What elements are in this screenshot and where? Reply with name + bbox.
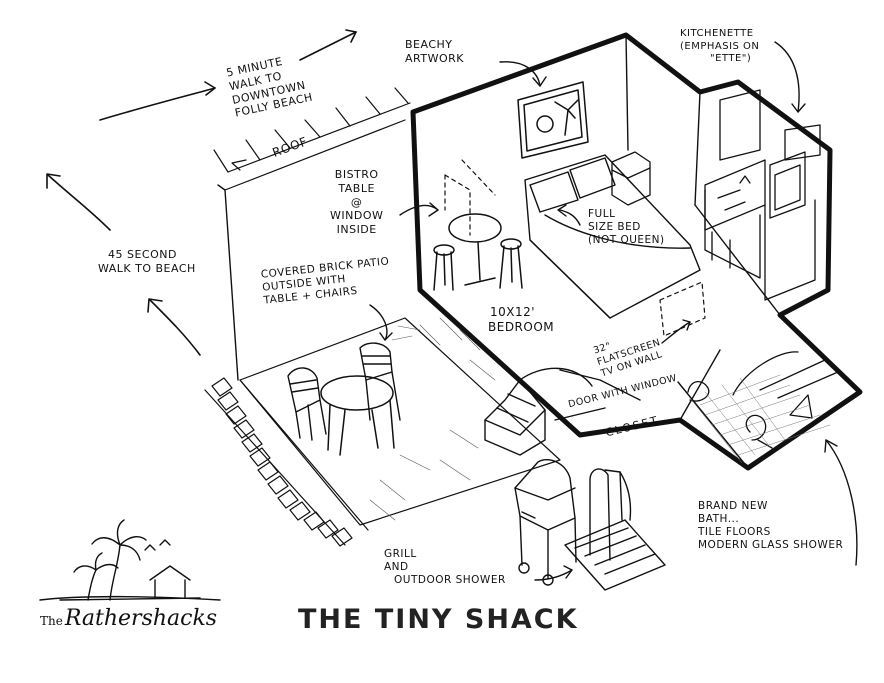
- label-full-bed: FULL SIZE BED (NOT QUEEN): [588, 208, 665, 247]
- exterior-wall: [217, 184, 239, 381]
- logo-palms: [39, 519, 221, 601]
- bistro-table: [433, 213, 523, 291]
- arrow-downtown: [99, 29, 357, 121]
- nightstand: [611, 151, 651, 206]
- steps: [484, 379, 546, 456]
- artwork-frame: [517, 81, 589, 159]
- logo-prefix: The: [40, 614, 63, 628]
- label-kitchenette: KITCHENETTE (EMPHASIS ON "ETTE"): [680, 28, 760, 64]
- logo: TheRathershacks: [40, 606, 217, 631]
- callout-arrows: [369, 41, 858, 581]
- label-bedroom: 10X12' BEDROOM: [488, 305, 555, 334]
- outdoor-shower: [564, 468, 666, 591]
- brick-patio: [239, 317, 561, 526]
- bistro-window: [444, 159, 496, 236]
- label-beachy-artwork: BEACHY ARTWORK: [405, 38, 464, 65]
- bath-tile: [689, 374, 831, 464]
- bed: [524, 154, 701, 319]
- patio-table: [320, 375, 395, 456]
- label-walk-beach: 45 SECOND WALK TO BEACH: [98, 248, 196, 275]
- bathroom: [687, 351, 839, 449]
- kitchenette: [704, 89, 821, 301]
- roof-hatch: [213, 87, 411, 191]
- tv-outline: [659, 281, 706, 337]
- brick-walkway: [204, 377, 369, 547]
- interior-lines: [412, 34, 781, 469]
- building-walls: [410, 32, 863, 471]
- patio-chair-right: [359, 342, 401, 421]
- page-title: THE TINY SHACK: [298, 604, 579, 635]
- patio-chair-left: [287, 367, 327, 441]
- label-bath: BRAND NEW BATH... TILE FLOORS MODERN GLA…: [698, 500, 844, 552]
- door-swing: [519, 367, 606, 421]
- label-bistro: BISTRO TABLE @ WINDOW INSIDE: [330, 168, 384, 236]
- logo-name: Rathershacks: [64, 606, 218, 631]
- label-grill: GRILL AND OUTDOOR SHOWER: [384, 548, 506, 587]
- arrow-walk-beach: [46, 173, 201, 356]
- grill: [514, 459, 577, 586]
